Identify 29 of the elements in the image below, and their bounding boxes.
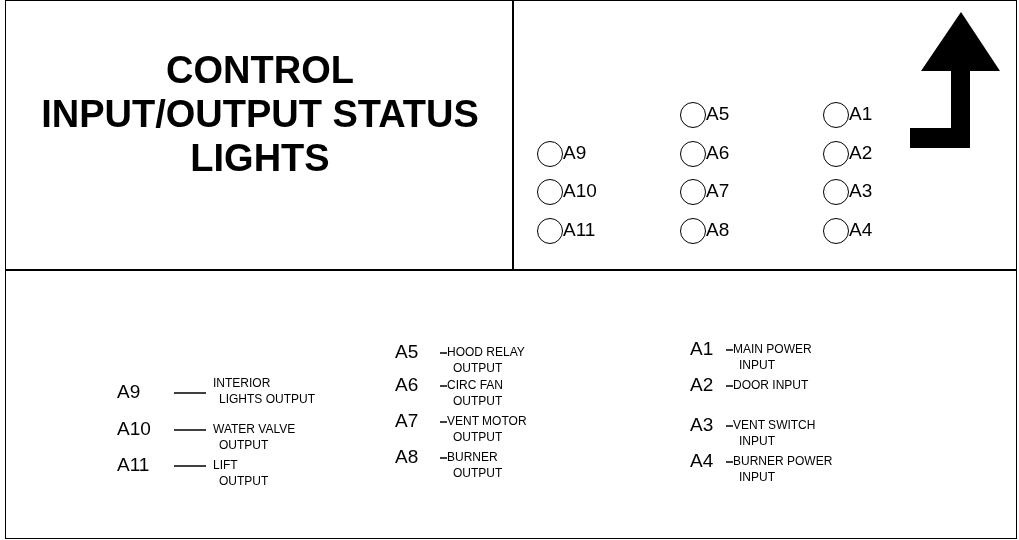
connector-line (725, 425, 734, 427)
connector-line (173, 465, 207, 467)
light-label: A2 (849, 142, 873, 164)
light-label: A8 (706, 219, 730, 241)
light-label: A5 (706, 103, 730, 125)
connector-line (439, 421, 448, 423)
connector-line (439, 385, 448, 387)
connector-line (439, 457, 448, 459)
light-label: A10 (563, 180, 597, 202)
light-label: A6 (706, 142, 730, 164)
light-label: A1 (849, 103, 873, 125)
light-code: A10 (117, 418, 174, 440)
light-label: A3 (849, 180, 873, 202)
light-label: A4 (849, 219, 873, 241)
connector-line (173, 392, 207, 394)
light-code: A11 (117, 454, 174, 476)
signal-description: WATER VALVE OUTPUT (206, 421, 296, 453)
light-label: A9 (563, 142, 587, 164)
light-code: A9 (117, 381, 174, 403)
connector-line (173, 429, 207, 431)
connector-line (725, 385, 734, 387)
panel-title: CONTROL INPUT/OUTPUT STATUS LIGHTS (40, 48, 480, 180)
connector-line (725, 461, 734, 463)
signal-description: LIFT OUTPUT (206, 457, 269, 489)
light-label: A7 (706, 180, 730, 202)
light-label: A11 (563, 219, 596, 241)
signal-description: INTERIOR LIGHTS OUTPUT (206, 375, 315, 407)
connector-line (725, 349, 734, 351)
connector-line (439, 352, 448, 354)
